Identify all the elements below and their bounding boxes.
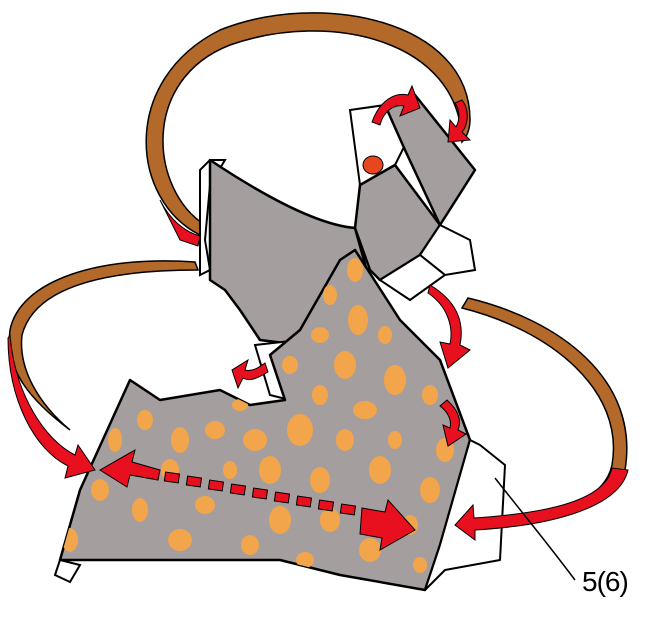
tail-white xyxy=(55,560,80,582)
callout-label: 5(6) xyxy=(582,566,628,598)
leader-line xyxy=(495,478,575,580)
paper-model xyxy=(55,95,505,590)
eye-dot xyxy=(363,156,383,174)
curved-fold-arrow xyxy=(232,360,268,388)
